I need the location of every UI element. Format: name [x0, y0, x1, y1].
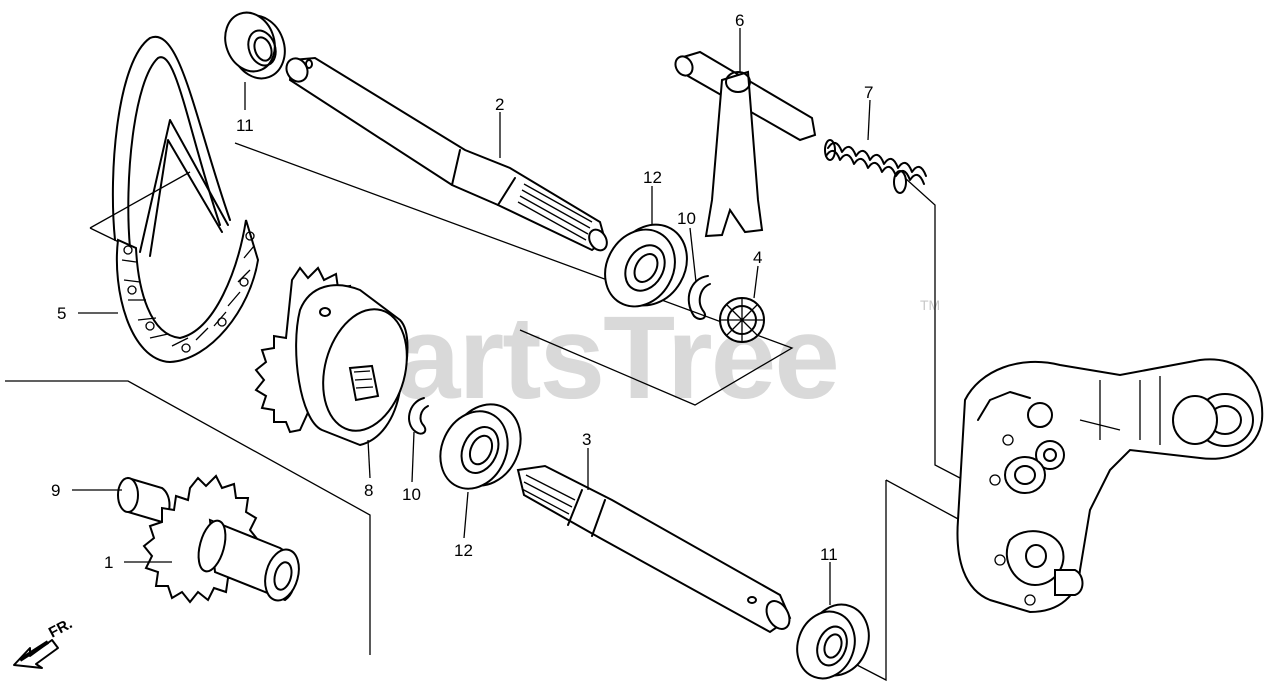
chain-5 [111, 35, 260, 364]
sprocket-drum-8 [254, 266, 409, 447]
circlip-10-top [687, 275, 711, 320]
shaft-3 [516, 464, 792, 634]
bearing-12-bottom [439, 403, 522, 490]
transmission-housing [956, 358, 1264, 614]
callout-12-bottom: 12 [454, 541, 473, 560]
gear-4 [719, 297, 765, 343]
front-label: FR. [46, 615, 75, 641]
callout-labels: 11 2 6 7 12 10 4 5 8 10 3 12 9 1 11 [51, 11, 873, 572]
callout-10-top: 10 [677, 209, 696, 228]
callout-2: 2 [495, 95, 504, 114]
callout-7: 7 [864, 83, 873, 102]
callout-8: 8 [364, 481, 373, 500]
assembly-guide-lines [5, 142, 961, 682]
callout-4: 4 [753, 248, 762, 267]
callout-1: 1 [104, 553, 113, 572]
callout-9: 9 [51, 481, 60, 500]
leader-lines [72, 28, 871, 605]
front-arrow-icon [13, 639, 59, 669]
callout-10-bottom: 10 [402, 485, 421, 504]
bearing-12-top [604, 223, 688, 308]
callout-5: 5 [57, 304, 66, 323]
bearing-11-top [224, 11, 286, 80]
callout-6: 6 [735, 11, 744, 30]
circlip-10-bottom [408, 397, 429, 435]
spring-7 [824, 139, 927, 194]
shift-fork-6 [674, 50, 817, 238]
bearing-11-bottom [796, 603, 870, 680]
callout-11-top: 11 [236, 116, 254, 135]
callout-11-bottom: 11 [820, 545, 838, 564]
sprocket-1 [142, 474, 300, 604]
callout-3: 3 [582, 430, 591, 449]
callout-12-top: 12 [643, 168, 662, 187]
watermark-trademark: TM [920, 297, 940, 313]
front-direction-indicator: FR. [13, 615, 75, 669]
shaft-2 [285, 56, 608, 252]
